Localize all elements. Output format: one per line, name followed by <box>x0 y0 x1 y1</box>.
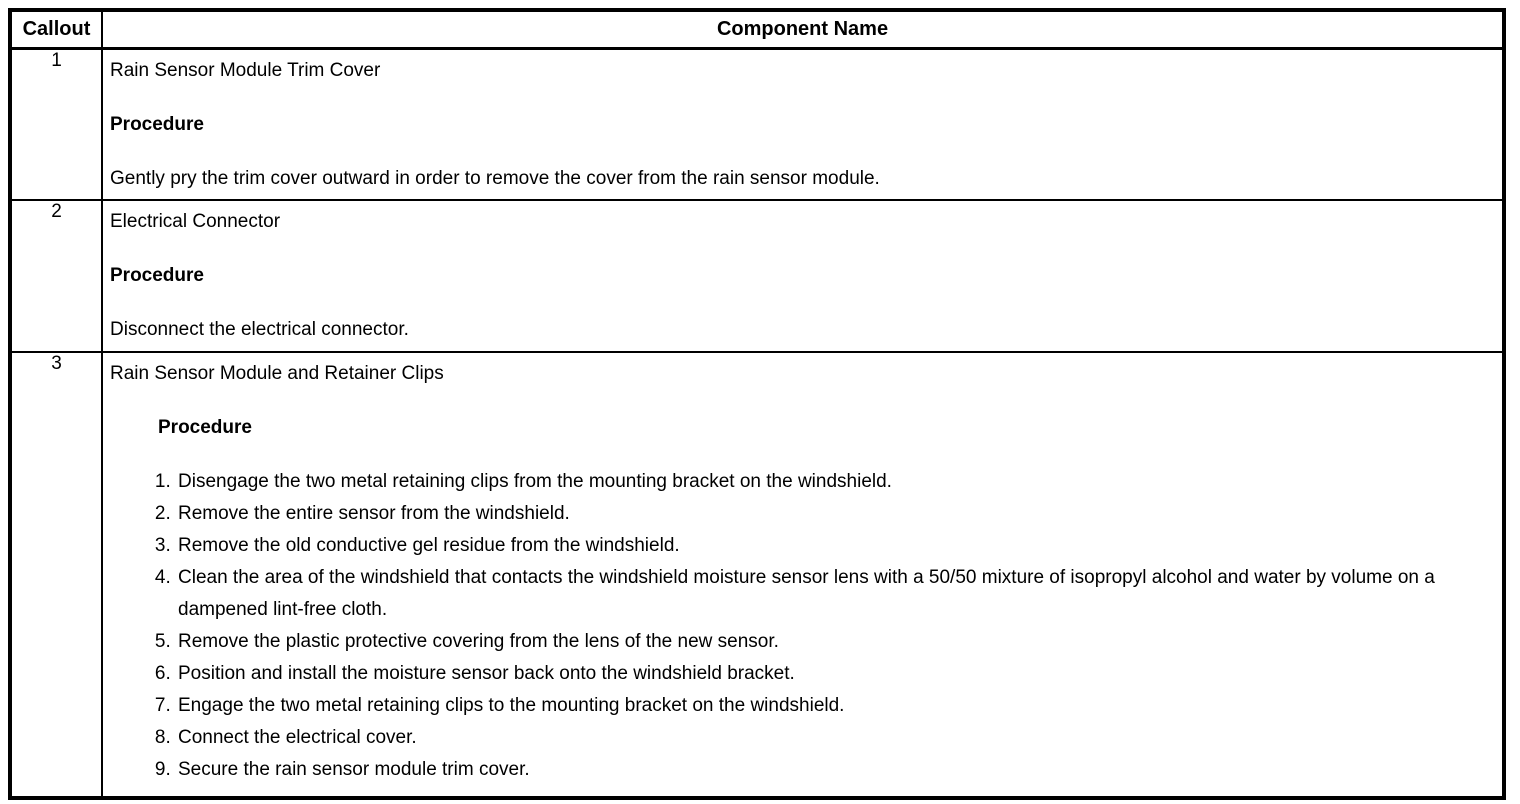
component-name-column-header: Component Name <box>101 9 1505 50</box>
callout-number: 2 <box>9 199 103 353</box>
component-name: Electrical Connector <box>110 211 281 232</box>
procedure-text: Disconnect the electrical connector. <box>110 319 409 340</box>
callout-number: 1 <box>9 47 103 201</box>
component-cell: Rain Sensor Module and Retainer Clips Pr… <box>101 351 1505 799</box>
component-cell: Electrical Connector Procedure Disconnec… <box>101 199 1505 353</box>
component-name: Rain Sensor Module Trim Cover <box>110 59 381 81</box>
procedure-step: Connect the electrical cover. <box>176 722 1492 754</box>
procedure-step: Remove the old conductive gel residue fr… <box>176 530 1492 562</box>
header-row: Callout Component Name <box>9 9 1505 50</box>
component-name: Rain Sensor Module and Retainer Clips <box>110 363 444 384</box>
table-row: 3 Rain Sensor Module and Retainer Clips … <box>9 351 1505 799</box>
procedure-label: Procedure <box>110 265 204 286</box>
procedure-steps-list: Disengage the two metal retaining clips … <box>110 466 1492 786</box>
callout-column-header: Callout <box>9 9 103 50</box>
procedure-label: Procedure <box>158 417 252 438</box>
procedure-step: Remove the entire sensor from the windsh… <box>176 498 1492 530</box>
procedure-step: Position and install the moisture sensor… <box>176 658 1492 690</box>
component-table: Callout Component Name 1 Rain Sensor Mod… <box>8 8 1506 800</box>
procedure-step: Secure the rain sensor module trim cover… <box>176 754 1492 786</box>
table-row: 2 Electrical Connector Procedure Disconn… <box>9 199 1505 353</box>
procedure-step: Remove the plastic protective covering f… <box>176 626 1492 658</box>
procedure-label: Procedure <box>110 113 204 135</box>
procedure-step: Disengage the two metal retaining clips … <box>176 466 1492 498</box>
callout-number: 3 <box>9 351 103 799</box>
procedure-step: Clean the area of the windshield that co… <box>176 562 1492 626</box>
procedure-text: Gently pry the trim cover outward in ord… <box>110 167 880 189</box>
procedure-step: Engage the two metal retaining clips to … <box>176 690 1492 722</box>
table-row: 1 Rain Sensor Module Trim Cover Procedur… <box>9 47 1505 201</box>
component-cell: Rain Sensor Module Trim Cover Procedure … <box>101 47 1505 201</box>
